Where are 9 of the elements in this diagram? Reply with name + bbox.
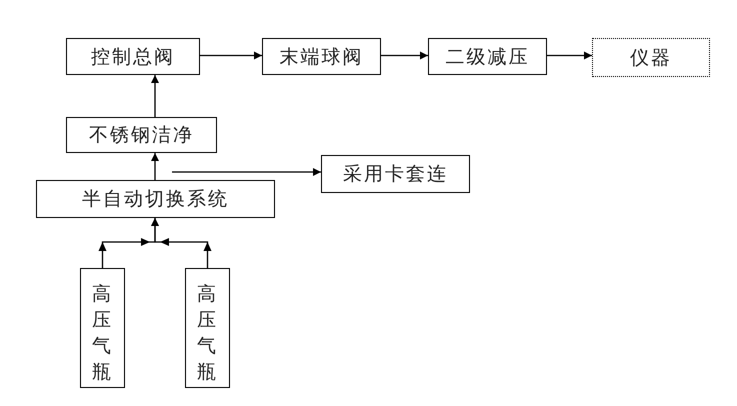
process-box: 不锈钢洁净 xyxy=(66,117,217,153)
process-box: 末端球阀 xyxy=(262,38,381,75)
process-box: 控制总阀 xyxy=(66,38,200,75)
process-box: 仪器 xyxy=(592,38,710,77)
process-box: 半自动切换系统 xyxy=(36,180,275,218)
process-box: 二级减压 xyxy=(428,38,547,75)
process-box: 采用卡套连 xyxy=(321,155,470,193)
cylinder-box: 高压气瓶 xyxy=(80,268,125,388)
cylinder-box: 高压气瓶 xyxy=(185,268,230,388)
